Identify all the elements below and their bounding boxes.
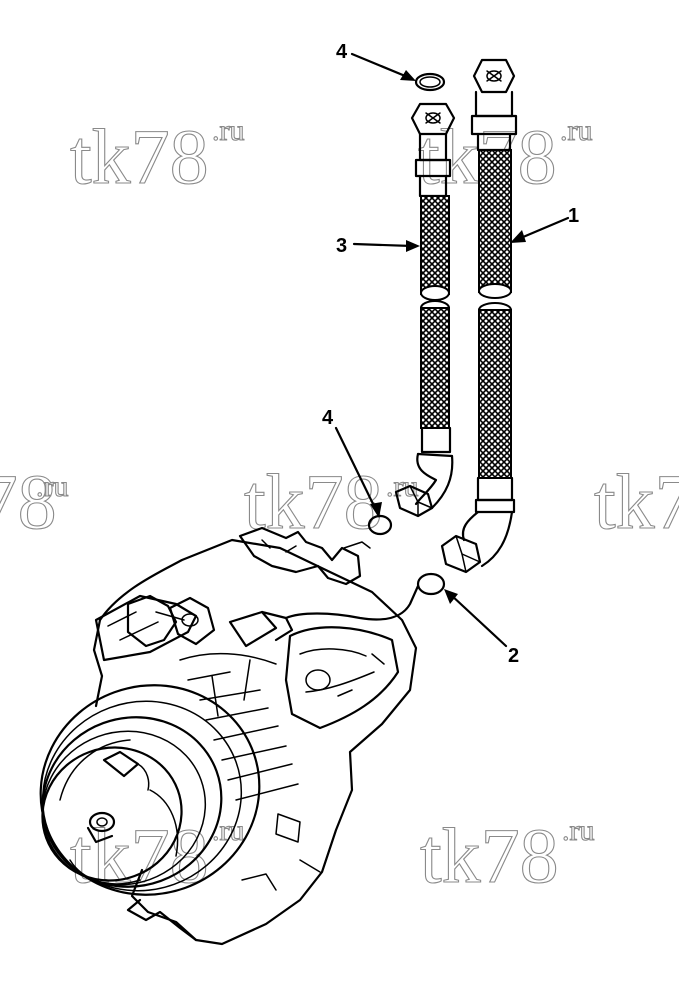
callout-oring-top: 4 xyxy=(336,41,348,63)
watermark-bottom-left: tk78 .ru xyxy=(69,811,245,899)
callout-hose-discharge: 1 xyxy=(568,205,579,227)
watermark-text: tk78 xyxy=(594,458,679,545)
clutch-pulley xyxy=(39,684,261,896)
watermark-middle-left: tk78 .ru xyxy=(0,457,69,545)
watermark-top-left: tk78 .ru xyxy=(69,112,245,200)
callout-oring-discharge: 2 xyxy=(508,645,519,667)
watermark-suffix: .ru xyxy=(36,470,69,503)
watermark-suffix: .ru xyxy=(560,114,593,147)
arrow-hose-suction xyxy=(352,240,420,252)
callout-oring-suction: 4 xyxy=(322,407,334,429)
compressor-body xyxy=(92,526,420,946)
o-ring-top xyxy=(414,72,446,92)
watermark-text: tk78 xyxy=(244,458,383,545)
watermark-suffix: .ru xyxy=(562,814,595,847)
watermark-suffix: .ru xyxy=(212,114,245,147)
arrow-oring-suction xyxy=(334,426,382,518)
arrow-oring-top xyxy=(350,52,416,81)
o-ring-suction xyxy=(367,514,393,536)
o-ring-discharge xyxy=(416,572,446,596)
callout-hose-suction: 3 xyxy=(336,235,347,257)
watermark-bottom-right: tk78 .ru xyxy=(419,811,595,899)
arrow-oring-discharge xyxy=(444,589,508,648)
watermark-text: tk78 xyxy=(70,113,209,200)
watermark-text: tk78 xyxy=(420,812,559,899)
arrow-hose-discharge xyxy=(510,216,570,243)
hose-suction xyxy=(394,102,456,518)
watermark-text: tk78 xyxy=(0,458,57,545)
watermark-middle-right: tk78 xyxy=(593,457,679,545)
hose-discharge xyxy=(440,58,518,574)
watermark-suffix: .ru xyxy=(212,814,245,847)
